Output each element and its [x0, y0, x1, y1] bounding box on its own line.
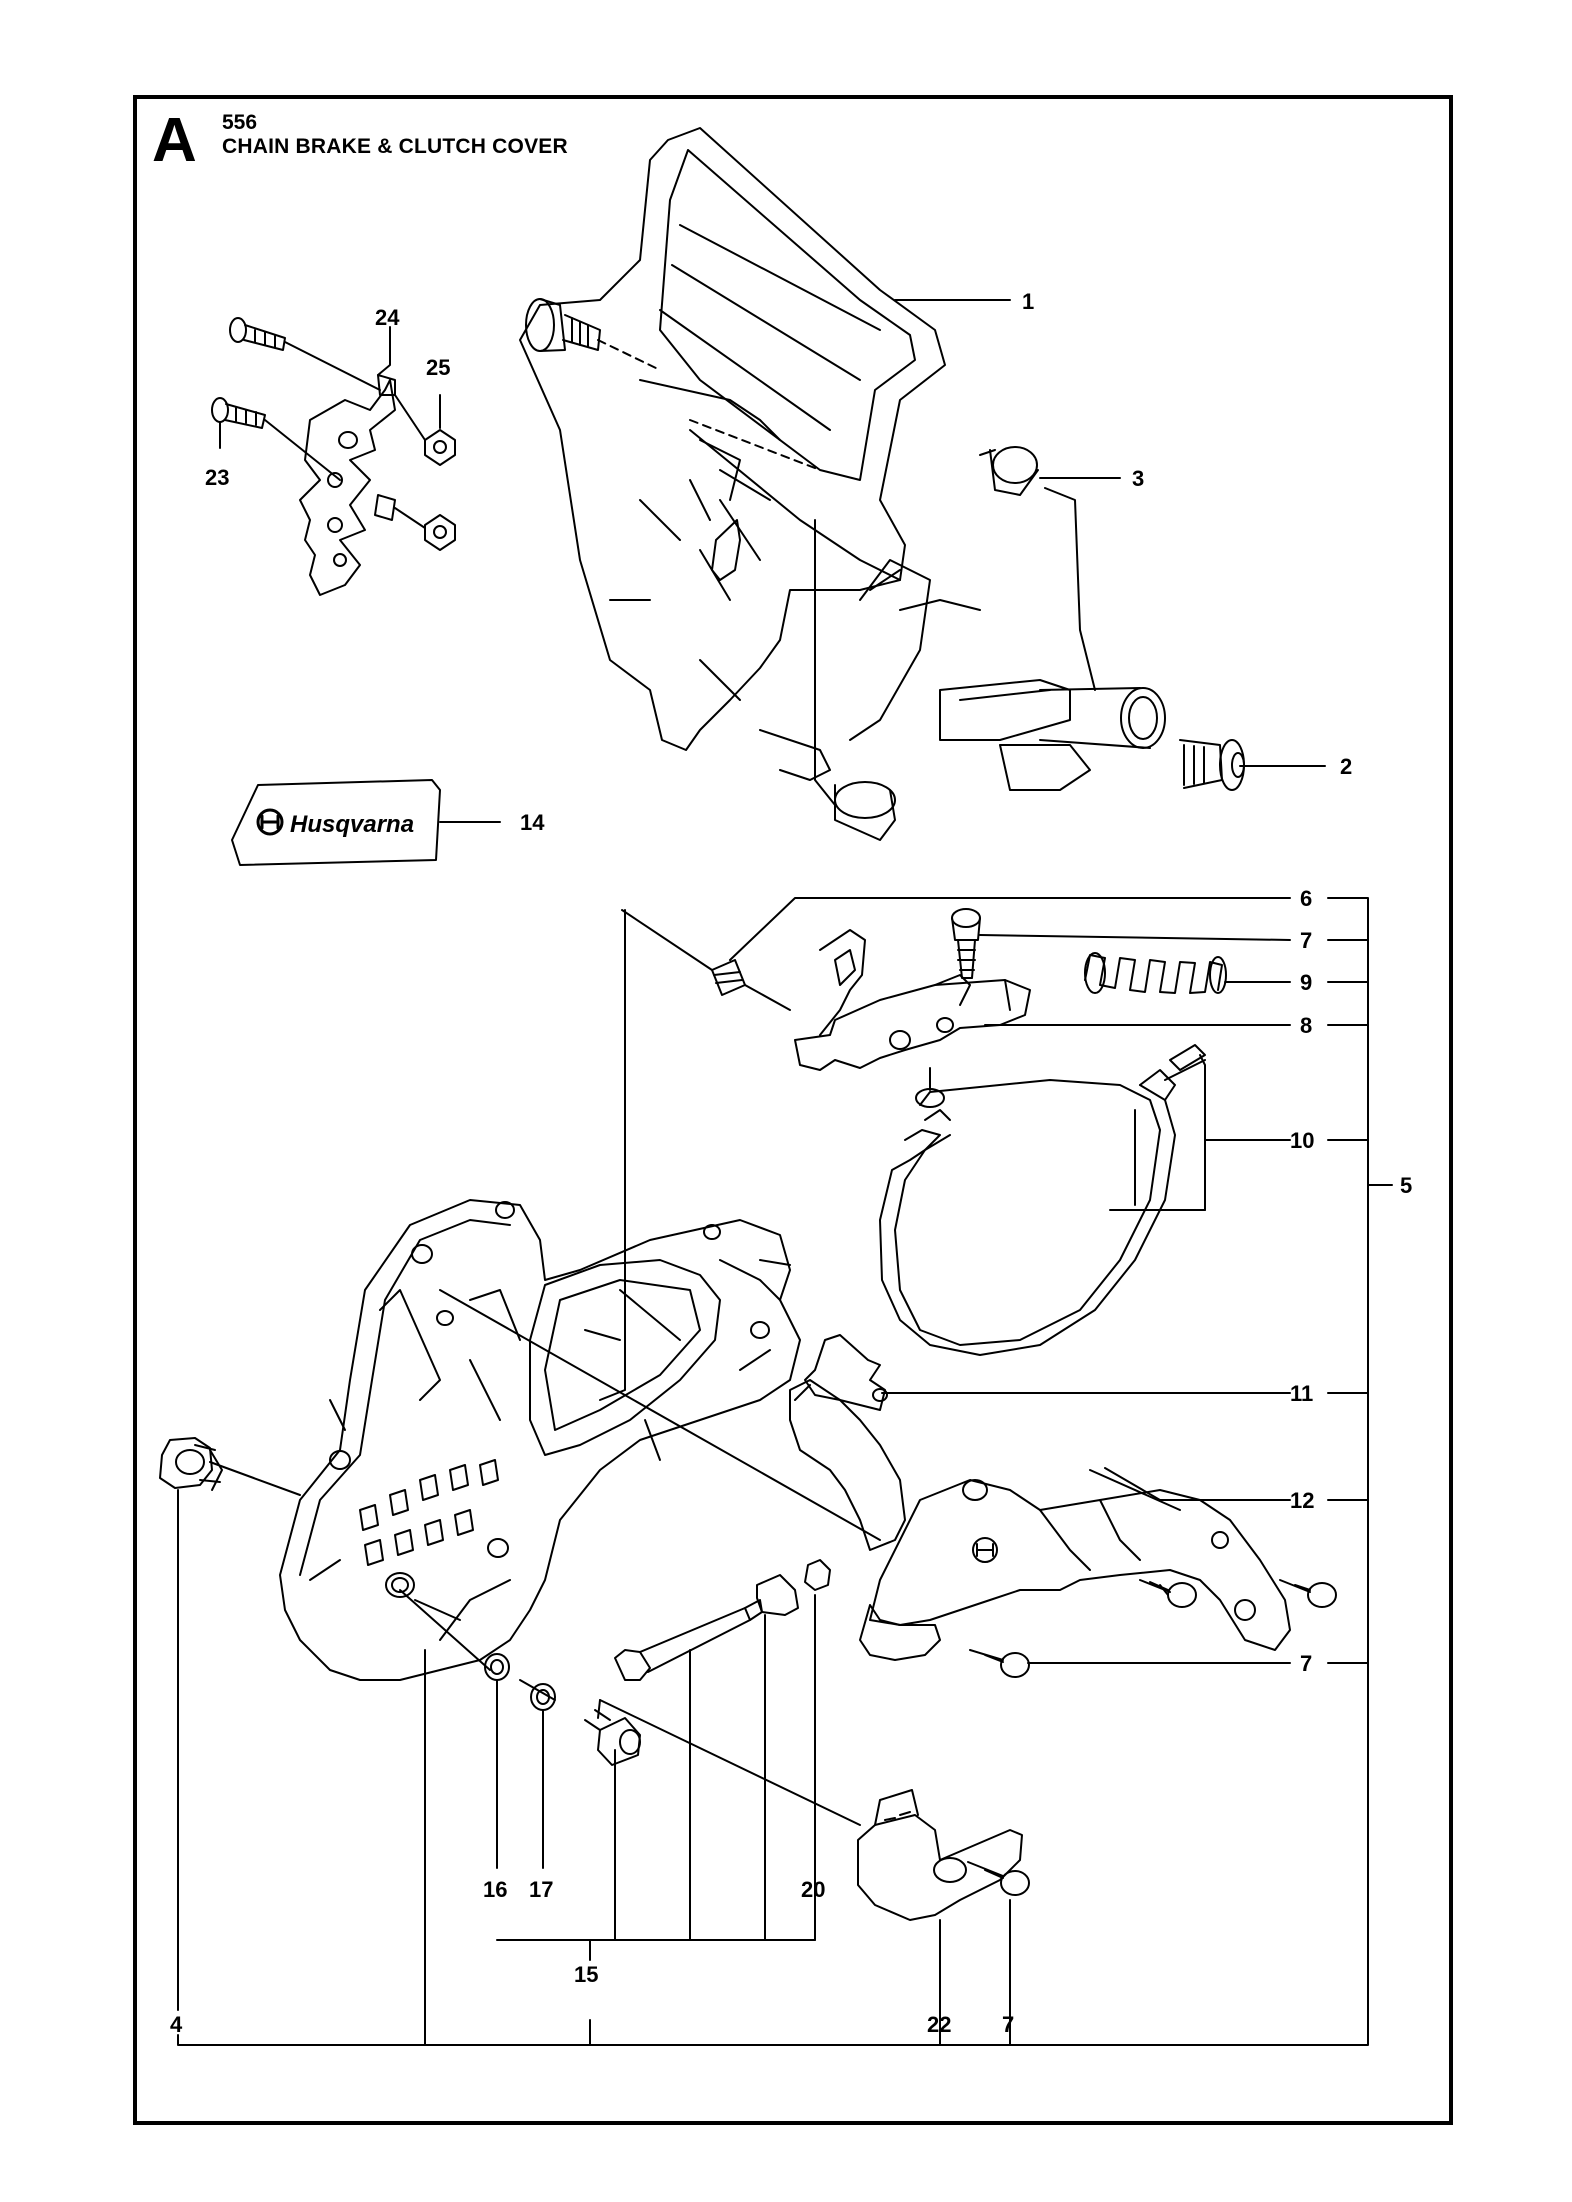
clutch-cover-bracket-part-12 — [859, 1469, 1291, 1661]
brake-bracket-part-11 — [789, 1334, 906, 1551]
chain-tensioner-group — [414, 1559, 861, 1826]
callout-6: 6 — [1300, 886, 1312, 911]
callout-1: 1 — [1022, 289, 1034, 314]
model-number: 556 — [222, 111, 258, 134]
brake-mechanism-parts — [621, 908, 1227, 1108]
callout-7a: 7 — [1300, 928, 1312, 953]
brake-band-part — [879, 1044, 1206, 1356]
adjuster-knob-part-4 — [159, 1437, 301, 1496]
bumper-spike-group — [211, 317, 456, 596]
handle-bolt — [525, 298, 661, 371]
callout-16: 16 — [483, 1877, 507, 1902]
husqvarna-logo-text: Husqvarna — [290, 811, 414, 838]
callout-labels: 1 2 3 4 5 6 7 7 7 8 9 10 11 12 14 15 16 … — [170, 289, 1412, 2037]
screws-part-7 — [967, 1579, 1337, 1896]
chain-guide-plate-part-22 — [857, 1789, 1023, 1921]
bushing-part-3 — [979, 446, 1039, 496]
callout-20: 20 — [801, 1877, 825, 1902]
callout-17: 17 — [529, 1877, 553, 1902]
callout-11: 11 — [1290, 1381, 1313, 1406]
callout-25: 25 — [426, 355, 450, 380]
callout-15: 15 — [574, 1962, 598, 1987]
callout-14: 14 — [520, 810, 545, 835]
callout-23: 23 — [205, 465, 229, 490]
callout-2: 2 — [1340, 754, 1352, 779]
leader-lines — [177, 299, 1393, 2046]
callout-10: 10 — [1290, 1128, 1314, 1153]
callout-7b: 7 — [1300, 1651, 1312, 1676]
husqvarna-decal — [231, 779, 441, 866]
callout-3: 3 — [1132, 466, 1144, 491]
diagram-frame — [133, 95, 1453, 2125]
callout-8: 8 — [1300, 1013, 1312, 1038]
callout-4: 4 — [170, 2012, 183, 2037]
hand-guard-part — [519, 127, 1166, 791]
section-letter: A — [152, 106, 197, 175]
screw-part-2 — [1179, 739, 1245, 791]
callout-24: 24 — [375, 305, 400, 330]
callout-12: 12 — [1290, 1488, 1314, 1513]
diagram-title: CHAIN BRAKE & CLUTCH COVER — [222, 135, 568, 158]
callout-5: 5 — [1400, 1173, 1412, 1198]
callout-22: 22 — [927, 2012, 951, 2037]
callout-7c: 7 — [1002, 2012, 1014, 2037]
clutch-cover-part-5 — [279, 1199, 801, 1681]
bushing-lower — [834, 781, 896, 841]
callout-9: 9 — [1300, 970, 1312, 995]
